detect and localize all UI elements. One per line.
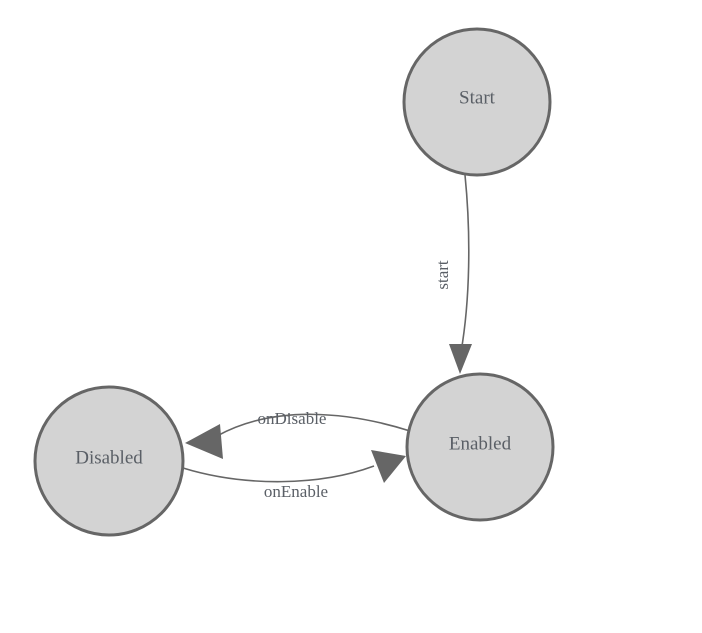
arrowhead-into-enabled-left (371, 450, 406, 483)
edge-label-start: start (433, 260, 452, 290)
edge-label-ondisable: onDisable (258, 409, 327, 428)
edge-start-to-enabled[interactable]: start (433, 174, 472, 374)
node-start-circle (402, 27, 552, 177)
edge-path-onenable (182, 465, 375, 483)
node-disabled-label: Disabled (75, 447, 143, 468)
edge-disabled-to-enabled[interactable]: onEnable (182, 450, 406, 501)
edge-enabled-to-disabled[interactable]: onDisable (185, 409, 411, 459)
arrowhead-into-enabled-top (449, 344, 472, 374)
node-enabled[interactable]: Enabled (405, 372, 555, 522)
node-disabled[interactable]: Disabled (33, 385, 185, 537)
edge-path-start (460, 174, 470, 353)
arrowhead-into-disabled (185, 424, 223, 459)
node-enabled-circle (405, 372, 555, 522)
node-start-label: Start (459, 87, 496, 108)
edge-path-ondisable (216, 413, 411, 437)
node-disabled-circle (33, 385, 185, 537)
node-enabled-label: Enabled (449, 433, 512, 454)
node-start[interactable]: Start (402, 27, 552, 177)
edge-label-onenable: onEnable (264, 482, 328, 501)
